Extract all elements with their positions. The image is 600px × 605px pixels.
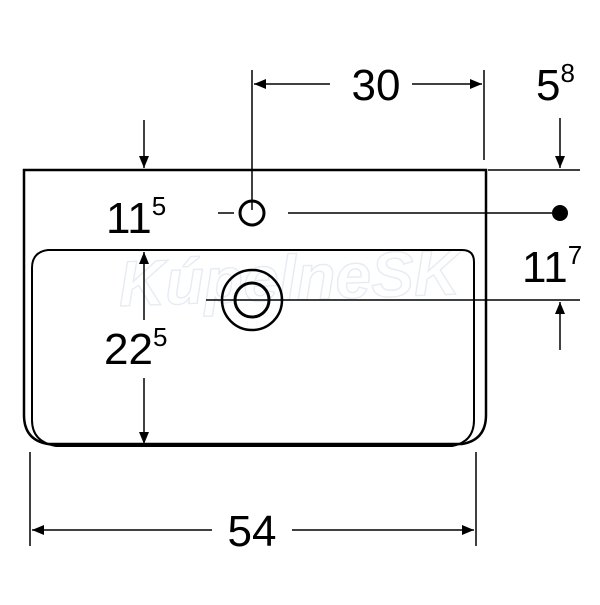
tap-hole — [238, 199, 266, 227]
dim-11-5-label: 115 — [106, 191, 166, 243]
dim-5-8-label: 58 — [536, 58, 575, 110]
drain-outer — [220, 268, 284, 332]
reference-dot — [552, 205, 568, 221]
dim-11-7-label: 117 — [522, 240, 582, 292]
dim-30-label: 30 — [352, 61, 401, 110]
dim-22-5-label: 225 — [104, 322, 167, 374]
drain-inner — [233, 281, 271, 319]
dim-54-label: 54 — [228, 507, 277, 556]
basin-outline — [22, 168, 488, 446]
watermark-text: KúpelneSK — [117, 236, 465, 320]
bowl-outline — [31, 249, 475, 447]
